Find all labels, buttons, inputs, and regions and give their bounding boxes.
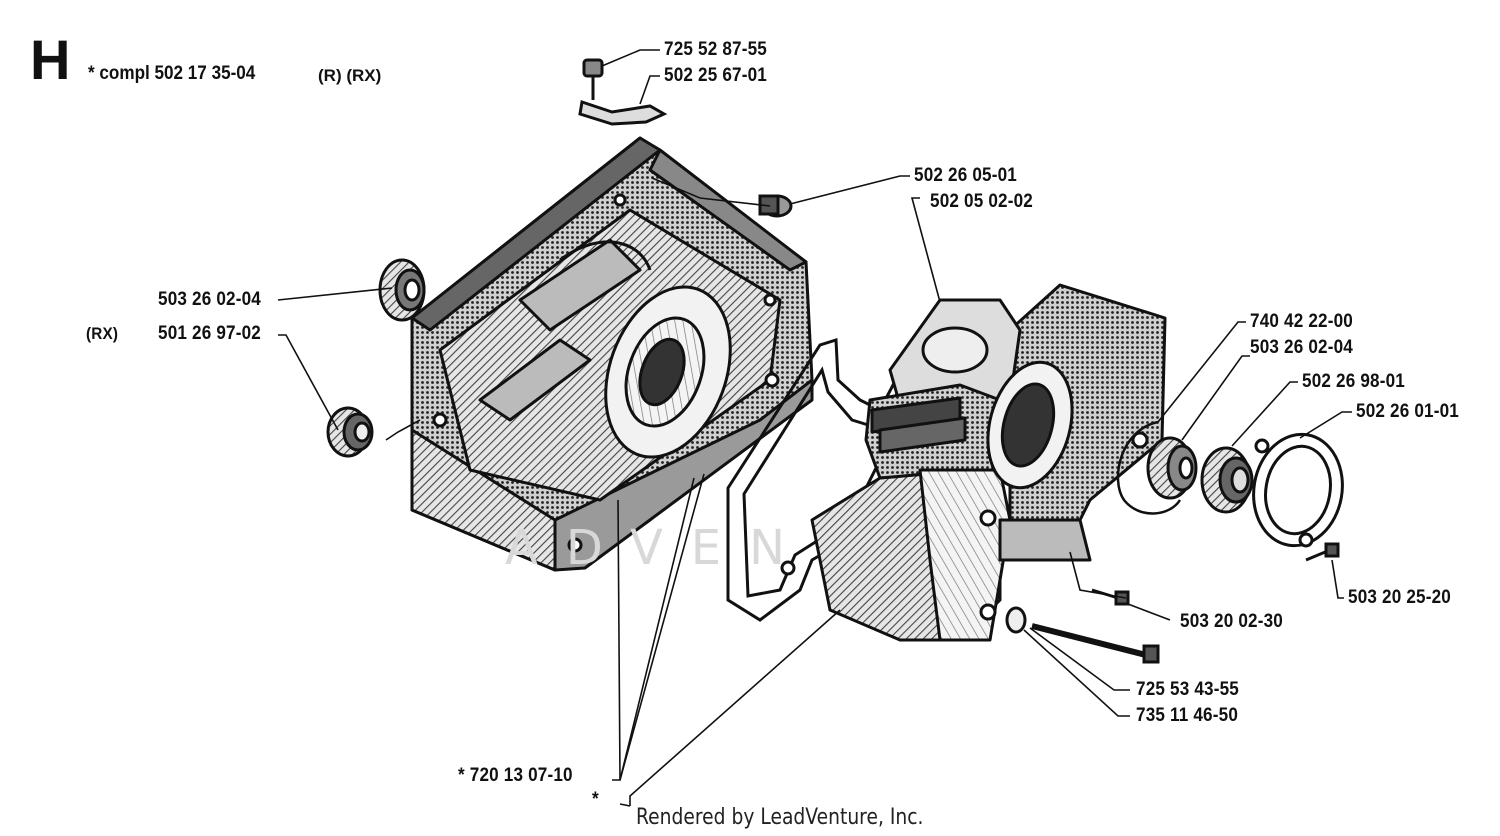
render-credit: Rendered by LeadVenture, Inc. [636,805,924,830]
left-seal [326,406,374,458]
watermark-text: ADVEN [505,520,814,576]
cover-gasket [1252,432,1344,548]
right-seal [1200,446,1254,514]
part-label-left-seal[interactable]: 501 26 97-02 [158,323,261,344]
part-label-cover[interactable]: 502 26 01-01 [1356,401,1459,422]
part-label-left-bearing[interactable]: 503 26 02-04 [158,289,261,310]
part-label-cover-screw[interactable]: 503 20 25-20 [1348,587,1451,608]
part-label-plug[interactable]: 502 26 05-01 [914,165,1017,186]
part-label-screw[interactable]: 725 52 87-55 [664,39,767,60]
part-label-crankcase-set[interactable]: * 720 13 07-10 [458,765,573,786]
right-bearing [1146,436,1198,500]
asterisk-marker: * [592,789,599,810]
part-label-retaining-ring[interactable]: 740 42 22-00 [1250,311,1353,332]
part-label-left-seal-prefix: (RX) [86,324,119,343]
part-label-right-bearing[interactable]: 503 26 02-04 [1250,337,1353,358]
part-label-right-seal[interactable]: 502 26 98-01 [1302,371,1405,392]
variant-note: (R) (RX) [318,66,382,85]
part-label-case-screw[interactable]: 503 20 02-30 [1180,611,1283,632]
leader-lines [277,49,1352,807]
long-bolt-and-washer [1005,606,1160,664]
bracket-plate [578,100,668,126]
right-crankcase-half [780,283,1167,642]
part-label-bracket[interactable]: 502 25 67-01 [664,65,767,86]
part-label-washer[interactable]: 735 11 46-50 [1136,705,1239,726]
part-label-long-bolt[interactable]: 725 53 43-55 [1136,679,1239,700]
part-label-gasket[interactable]: 502 05 02-02 [930,191,1033,212]
cover-screw [1305,542,1340,562]
left-crankcase-half [410,136,814,572]
section-letter: H [30,28,71,91]
complete-assembly-note: * compl 502 17 35-04 [88,63,256,84]
retaining-ring [1116,420,1182,515]
top-screw [582,58,604,100]
left-bearing [378,258,426,322]
